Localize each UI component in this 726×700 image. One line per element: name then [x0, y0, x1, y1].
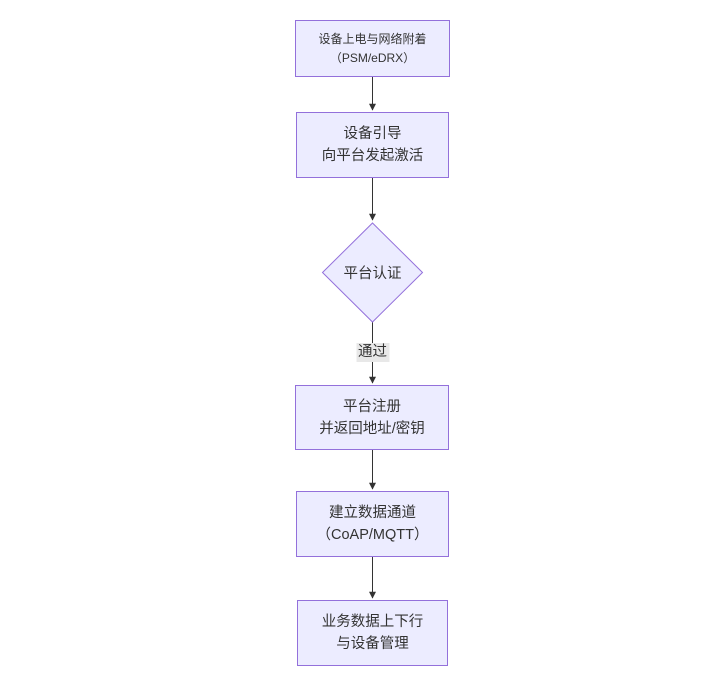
node-business-line1: 业务数据上下行: [321, 614, 424, 630]
node-business-line2: 与设备管理: [336, 636, 409, 652]
node-bootstrap-line2: 向平台发起激活: [321, 148, 424, 164]
node-bootstrap-line1: 设备引导: [343, 126, 402, 142]
decision-diamond-shape: [321, 222, 424, 323]
node-register-line2: 并返回地址/密钥: [319, 420, 425, 437]
node-bootstrap-activate: 设备引导 向平台发起激活: [296, 112, 449, 178]
node-power-attach-line2: （PSM/eDRX）: [329, 50, 416, 65]
decision-platform-auth-label: 平台认证: [343, 266, 402, 282]
node-business-data: 业务数据上下行 与设备管理: [297, 600, 448, 666]
node-data-channel: 建立数据通道 （CoAP/MQTT）: [296, 491, 449, 557]
node-platform-register: 平台注册 并返回地址/密钥: [295, 385, 449, 450]
node-power-attach-line1: 设备上电与网络附着: [318, 31, 427, 46]
node-channel-line2: （CoAP/MQTT）: [316, 527, 429, 543]
node-register-line1: 平台注册: [343, 398, 401, 415]
edge-label-pass: 通过: [356, 343, 389, 362]
node-power-attach: 设备上电与网络附着 （PSM/eDRX）: [295, 20, 450, 77]
node-channel-line1: 建立数据通道: [329, 505, 416, 521]
